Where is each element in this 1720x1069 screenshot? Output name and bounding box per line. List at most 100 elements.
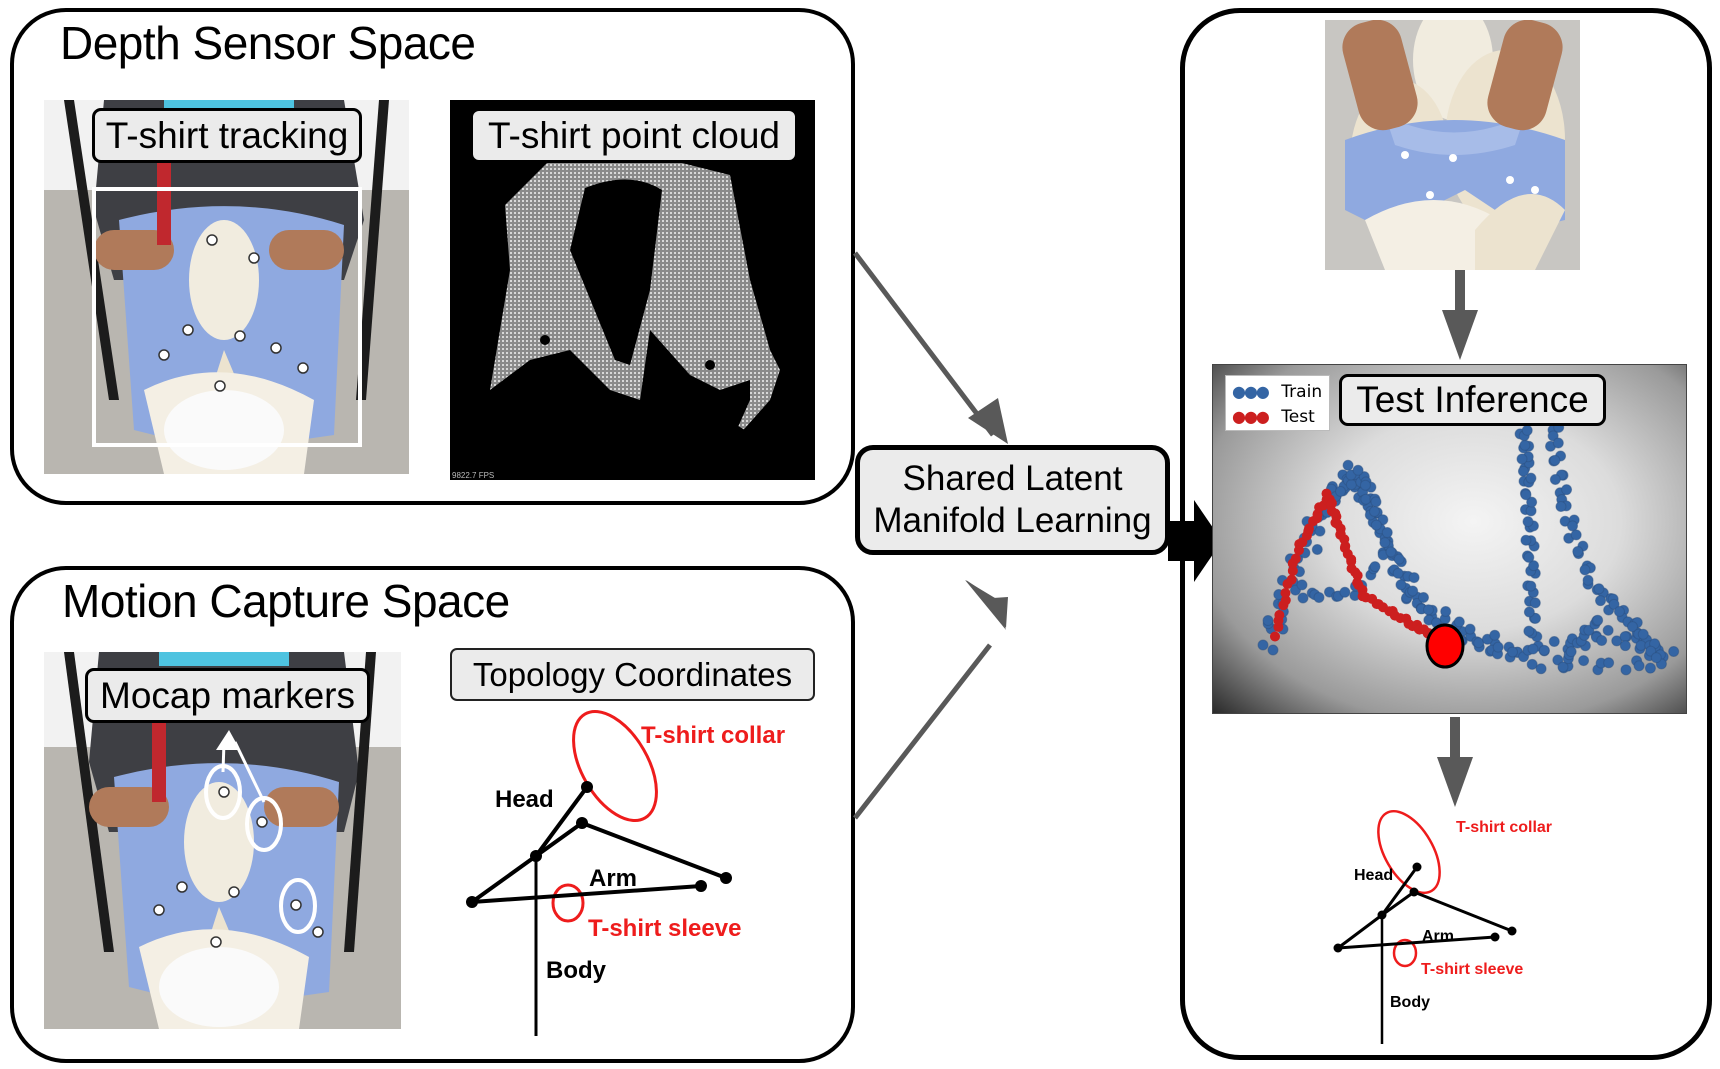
tshirt-tracking-label: T-shirt tracking [92, 108, 362, 163]
train-point [1464, 623, 1476, 635]
train-point [1637, 628, 1649, 640]
test-point [1287, 565, 1298, 576]
train-point [1360, 493, 1372, 505]
marker-highlight-circle [279, 878, 317, 934]
train-point [1595, 595, 1607, 607]
train-point [1313, 591, 1325, 603]
train-point [1489, 629, 1501, 641]
train-point [1528, 560, 1540, 572]
current-inference-point [1425, 623, 1465, 669]
train-point [1507, 646, 1519, 658]
arm-link [581, 821, 727, 880]
arm-link [1337, 935, 1496, 950]
marker-highlights [204, 730, 317, 934]
train-point [1520, 534, 1532, 546]
train-point [1370, 496, 1382, 508]
inference-to-topology-arrow [1437, 717, 1473, 807]
arm-link [1337, 913, 1383, 950]
train-point [1527, 643, 1539, 655]
head-label: Head [1354, 867, 1393, 884]
train-point [1668, 645, 1680, 657]
train-point [1516, 453, 1528, 465]
test-inference-label: Test Inference [1339, 374, 1606, 426]
point-cloud-illustration: 9822.7 FPS [452, 160, 780, 480]
train-point [1619, 631, 1631, 643]
train-point [1519, 439, 1531, 451]
test-point [1286, 574, 1297, 585]
legend-item-test: ●●● Test [1232, 407, 1315, 427]
train-point [1535, 663, 1547, 675]
train-point [1408, 572, 1420, 584]
joint-nodes [466, 781, 732, 908]
tshirt-point-cloud: 9822.7 FPS [450, 100, 815, 480]
arm-label: Arm [1422, 928, 1454, 945]
train-point [1579, 564, 1591, 576]
train-point [1335, 485, 1347, 497]
train-point [1523, 625, 1535, 637]
test-photo-illustration [1325, 20, 1580, 270]
train-dots-icon: ●●● [1232, 382, 1270, 401]
train-point [1650, 652, 1662, 664]
arm-label: Arm [589, 865, 637, 892]
mocap-panel-title: Motion Capture Space [62, 575, 510, 627]
mocap-markers-label: Mocap markers [85, 668, 370, 723]
head-link [1380, 866, 1419, 916]
train-point [1311, 544, 1323, 556]
train-point [1626, 621, 1638, 633]
train-point [1526, 658, 1538, 670]
latent-to-inference-arrowhead [1194, 500, 1222, 582]
train-point [1417, 591, 1429, 603]
depth-panel-title: Depth Sensor Space [60, 17, 476, 69]
train-point [1453, 616, 1465, 628]
train-point [1370, 519, 1382, 531]
train-point [1602, 624, 1614, 636]
depth-to-latent-arrow [853, 251, 995, 437]
train-point [1369, 561, 1381, 573]
train-point [1578, 655, 1590, 667]
train-point [1644, 662, 1656, 674]
train-point [1517, 465, 1529, 477]
train-point [1522, 516, 1534, 528]
sleeve-ellipse [551, 883, 585, 923]
train-point [1526, 496, 1538, 508]
train-point [1523, 606, 1535, 618]
train-point [1620, 664, 1632, 676]
head-label: Head [495, 786, 554, 813]
train-point [1392, 567, 1404, 579]
train-point [1381, 527, 1393, 539]
train-point [1368, 505, 1380, 517]
train-point [1521, 424, 1533, 436]
collar-label: T-shirt collar [641, 722, 785, 749]
test-dots-icon: ●●● [1232, 407, 1270, 426]
photo-to-inference-arrow [1442, 270, 1478, 360]
train-point [1596, 635, 1608, 647]
train-point [1608, 598, 1620, 610]
train-point [1561, 484, 1573, 496]
test-point [1274, 609, 1285, 620]
train-point [1407, 585, 1419, 597]
topology-diagram-output: T-shirt collar Head Arm T-shirt sleeve B… [1333, 809, 1552, 1044]
body-label: Body [546, 957, 607, 984]
arm-link [534, 821, 584, 858]
inference-legend: ●●● Train ●●● Test [1225, 375, 1330, 431]
arm-link [471, 884, 702, 904]
mocap-to-latent-arrowhead-fill [966, 580, 1008, 628]
train-point [1565, 646, 1577, 658]
arm-link [470, 854, 538, 904]
fps-readout: 9822.7 FPS [452, 471, 494, 480]
arm-link [1413, 890, 1513, 933]
train-point [1525, 580, 1537, 592]
test-point [1304, 523, 1315, 534]
test-point [1290, 553, 1301, 564]
train-point [1582, 574, 1594, 586]
train-point [1549, 473, 1561, 485]
train-point [1440, 605, 1452, 617]
train-point [1262, 615, 1274, 627]
train-point [1603, 657, 1615, 669]
test-point [1280, 595, 1291, 606]
train-point [1314, 525, 1326, 537]
marker-pointer-line [233, 741, 266, 803]
test-point [1270, 631, 1280, 642]
train-point [1422, 604, 1434, 616]
legend-item-train: ●●● Train [1232, 382, 1322, 402]
